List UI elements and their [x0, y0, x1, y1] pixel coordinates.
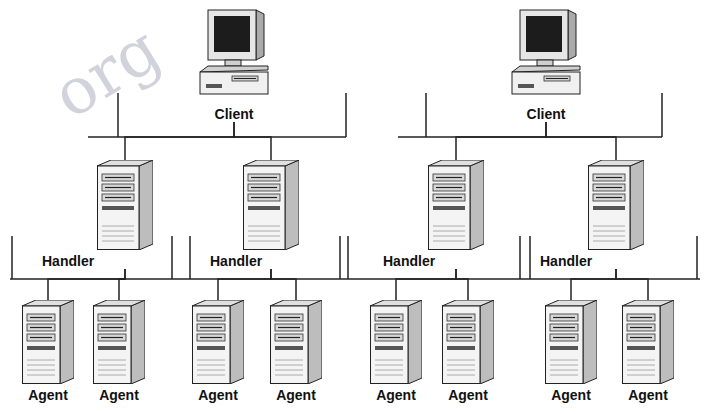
server-icon	[243, 160, 299, 250]
computer-icon	[198, 8, 270, 103]
server-tower: Handler	[42, 160, 153, 269]
server-icon	[588, 160, 644, 250]
server-icon	[370, 300, 422, 384]
client-computer: Client	[198, 8, 270, 122]
device-label: Agent	[28, 387, 68, 403]
server-icon	[428, 160, 484, 250]
server-tower: Agent	[93, 300, 145, 403]
device-label: Agent	[448, 387, 488, 403]
server-icon	[97, 160, 153, 250]
server-icon	[622, 300, 674, 384]
server-tower: Handler	[210, 160, 299, 269]
server-tower: Agent	[192, 300, 244, 403]
device-label: Agent	[628, 387, 668, 403]
network-link	[571, 269, 616, 300]
network-link	[119, 269, 125, 300]
server-icon	[22, 300, 74, 384]
device-label: Handler	[210, 253, 262, 269]
device-label: Agent	[551, 387, 591, 403]
device-label: Agent	[376, 387, 416, 403]
device-label: Client	[527, 106, 566, 122]
network-link	[396, 269, 456, 300]
network-link	[616, 269, 648, 300]
server-icon	[270, 300, 322, 384]
server-icon	[545, 300, 597, 384]
server-tower: Agent	[622, 300, 674, 403]
network-link	[125, 122, 234, 160]
client-computer: Client	[510, 8, 582, 122]
server-tower: Agent	[22, 300, 74, 403]
network-link	[48, 269, 125, 300]
server-icon	[442, 300, 494, 384]
device-label: Handler	[383, 253, 435, 269]
network-link	[456, 122, 546, 160]
server-tower: Agent	[545, 300, 597, 403]
computer-icon	[510, 8, 582, 103]
network-link	[271, 269, 296, 300]
server-icon	[192, 300, 244, 384]
network-link	[218, 269, 271, 300]
bus-lines	[10, 93, 700, 279]
server-tower: Agent	[270, 300, 322, 403]
device-label: Agent	[99, 387, 139, 403]
network-link	[456, 269, 468, 300]
device-label: Handler	[42, 253, 94, 269]
network-link	[234, 122, 271, 160]
server-tower: Handler	[383, 160, 484, 269]
network-link	[546, 122, 616, 160]
device-label: Agent	[276, 387, 316, 403]
server-tower: Agent	[442, 300, 494, 403]
server-icon	[93, 300, 145, 384]
watermark: org	[40, 12, 173, 133]
device-label: Client	[215, 106, 254, 122]
server-tower: Handler	[540, 160, 644, 269]
server-tower: Agent	[370, 300, 422, 403]
device-label: Handler	[540, 253, 592, 269]
device-label: Agent	[198, 387, 238, 403]
